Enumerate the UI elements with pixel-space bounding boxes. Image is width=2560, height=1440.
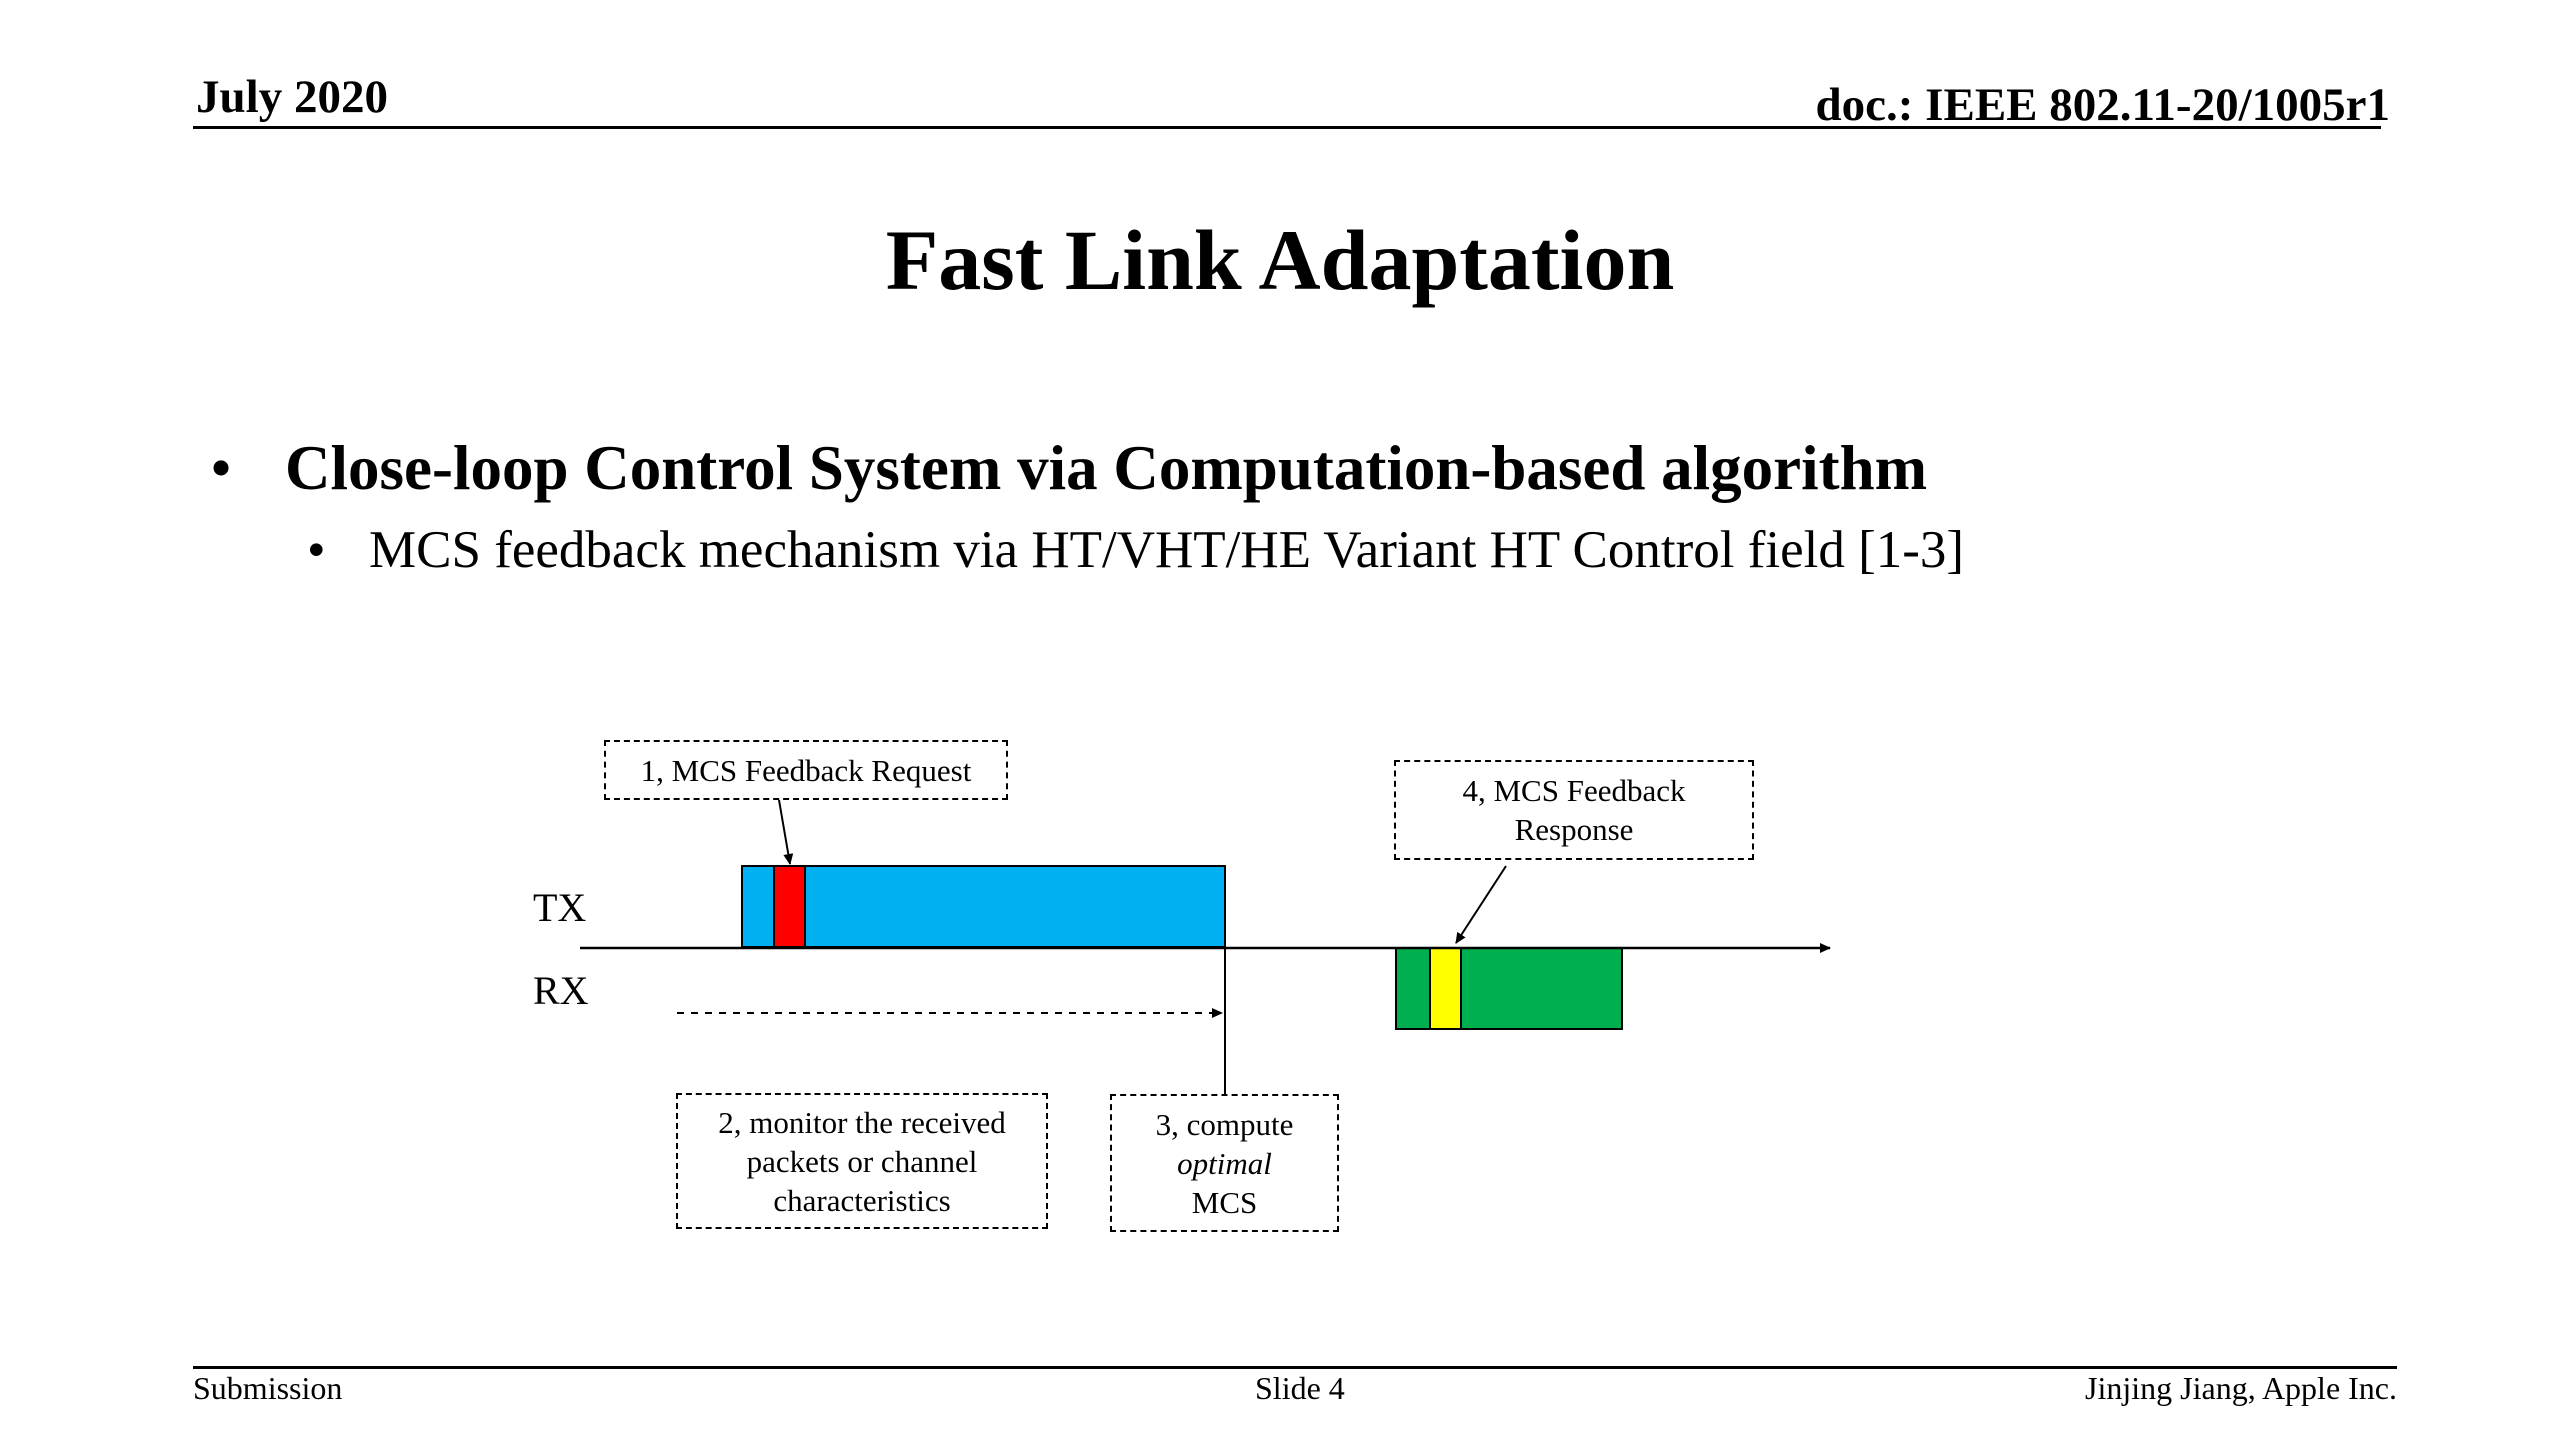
footer-rule (193, 1366, 2397, 1369)
step3-box: 3, compute optimal MCS (1110, 1094, 1339, 1232)
step3-line1: 3, compute (1155, 1106, 1294, 1142)
step1-box: 1, MCS Feedback Request (604, 740, 1008, 800)
bullet-symbol: • (307, 521, 326, 579)
header-date: July 2020 (196, 71, 388, 123)
bullet-symbol: • (210, 433, 233, 503)
tx-data-frame (741, 865, 1226, 948)
step4-box: 4, MCS Feedback Response (1394, 760, 1754, 860)
bullet-text: Close-loop Control System via Computatio… (285, 433, 1928, 503)
footer-slide-number: Slide 4 (1255, 1370, 1345, 1406)
step2-box: 2, monitor the received packets or chann… (676, 1093, 1048, 1229)
header-rule (193, 126, 2381, 129)
step2-line3: characteristics (773, 1182, 951, 1218)
step3-line2: optimal (1177, 1145, 1272, 1181)
step4-line1: 4, MCS Feedback (1462, 773, 1686, 808)
step3-line3: MCS (1191, 1184, 1258, 1220)
header-doc-id: doc.: IEEE 802.11-20/1005r1 (1815, 79, 2390, 131)
bullet-text: MCS feedback mechanism via HT/VHT/HE Var… (369, 521, 1965, 579)
step2-line1: 2, monitor the received (718, 1104, 1006, 1140)
response-pointer-arrow (1455, 865, 1507, 944)
footer-submission: Submission (193, 1370, 343, 1406)
rx-label: RX (533, 968, 589, 1013)
tx-label: TX (533, 885, 587, 930)
mcs-response-field (1429, 947, 1462, 1030)
step4-line2: Response (1514, 812, 1634, 847)
footer-author: Jinjing Jiang, Apple Inc. (2085, 1370, 2397, 1406)
slide-title: Fast Link Adaptation (885, 212, 1675, 308)
step1-text: 1, MCS Feedback Request (640, 752, 972, 788)
step2-line2: packets or channel (746, 1143, 978, 1179)
mcs-request-field (773, 865, 806, 948)
request-pointer-arrow (778, 799, 794, 865)
